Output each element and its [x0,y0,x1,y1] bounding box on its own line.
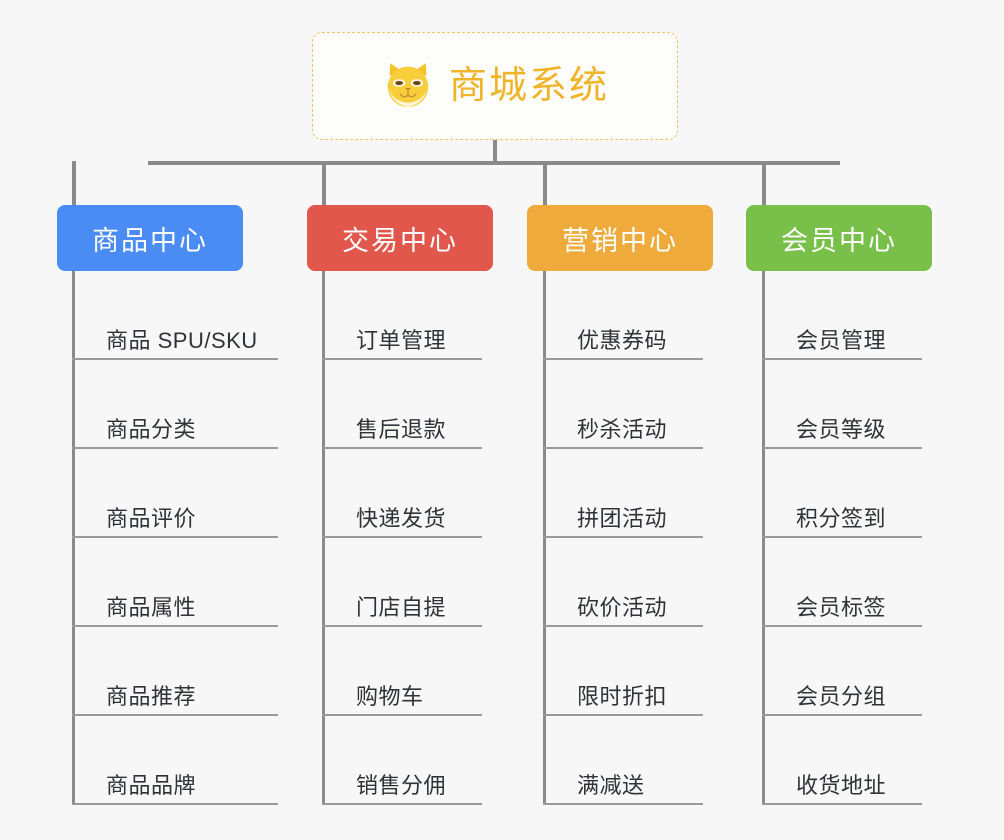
column-spine [762,271,765,805]
leaf-label: 销售分佣 [356,773,447,798]
category-box-2[interactable]: 交易中心 [307,205,493,271]
leaf-item[interactable]: 秒杀活动 [543,360,703,449]
category-box-4[interactable]: 会员中心 [746,205,932,271]
column-spine [322,271,325,805]
leaf-label: 订单管理 [356,328,447,353]
leaf-item[interactable]: 快递发货 [322,449,482,538]
root-stem-connector [493,140,497,164]
root-node[interactable]: 商城系统 [312,32,678,140]
leaf-label: 会员分组 [796,684,887,709]
leaf-item[interactable]: 商品推荐 [72,627,278,716]
category-box-1[interactable]: 商品中心 [57,205,243,271]
leaf-label: 商品分类 [106,417,197,442]
leaf-label: 砍价活动 [577,595,668,620]
shiba-inu-dog-face-icon [381,59,435,113]
leaf-item[interactable]: 砍价活动 [543,538,703,627]
leaf-label: 门店自提 [356,595,447,620]
leaf-item[interactable]: 会员标签 [762,538,922,627]
category-box-3[interactable]: 营销中心 [527,205,713,271]
leaf-label: 满减送 [577,773,645,798]
leaf-label: 商品推荐 [106,684,197,709]
leaf-item[interactable]: 商品属性 [72,538,278,627]
branch-drop-connector-4 [762,161,766,207]
leaf-label: 收货地址 [796,773,887,798]
leaf-label: 会员管理 [796,328,887,353]
branch-column-4: 会员管理会员等级积分签到会员标签会员分组收货地址 [762,271,922,805]
leaf-label: 快递发货 [356,506,447,531]
leaf-label: 拼团活动 [577,506,668,531]
branch-drop-connector-1 [72,161,76,207]
category-label: 营销中心 [562,225,678,256]
leaf-label: 购物车 [356,684,424,709]
leaf-item[interactable]: 商品评价 [72,449,278,538]
leaf-item[interactable]: 优惠券码 [543,271,703,360]
leaf-label: 商品评价 [106,506,197,531]
leaf-item[interactable]: 收货地址 [762,716,922,805]
leaf-item[interactable]: 会员分组 [762,627,922,716]
category-label: 商品中心 [92,225,208,256]
leaf-label: 限时折扣 [577,684,668,709]
root-title: 商城系统 [448,65,609,107]
column-spine [543,271,546,805]
category-label: 会员中心 [781,225,897,256]
leaf-item[interactable]: 门店自提 [322,538,482,627]
branch-column-2: 订单管理售后退款快递发货门店自提购物车销售分佣 [322,271,482,805]
leaf-label: 商品 SPU/SKU [106,328,258,353]
branch-column-1: 商品 SPU/SKU 商品分类商品评价商品属性商品推荐商品品牌 [72,271,278,805]
leaf-label: 商品品牌 [106,773,197,798]
leaf-item[interactable]: 售后退款 [322,360,482,449]
leaf-item[interactable]: 会员等级 [762,360,922,449]
branch-drop-connector-3 [543,161,547,207]
leaf-item[interactable]: 购物车 [322,627,482,716]
leaf-item[interactable]: 限时折扣 [543,627,703,716]
leaf-item[interactable]: 会员管理 [762,271,922,360]
leaf-item[interactable]: 满减送 [543,716,703,805]
leaf-item[interactable]: 积分签到 [762,449,922,538]
leaf-label: 会员标签 [796,595,887,620]
leaf-label: 商品属性 [106,595,197,620]
leaf-item[interactable]: 拼团活动 [543,449,703,538]
leaf-item[interactable]: 商品品牌 [72,716,278,805]
leaf-label: 优惠券码 [577,328,668,353]
branch-column-3: 优惠券码秒杀活动拼团活动砍价活动限时折扣满减送 [543,271,703,805]
leaf-label: 秒杀活动 [577,417,668,442]
leaf-item[interactable]: 订单管理 [322,271,482,360]
leaf-item[interactable]: 销售分佣 [322,716,482,805]
column-spine [72,271,75,805]
leaf-label: 会员等级 [796,417,887,442]
leaf-item[interactable]: 商品分类 [72,360,278,449]
branch-drop-connector-2 [322,161,326,207]
horizontal-bus-connector [148,161,840,165]
leaf-label: 积分签到 [796,506,887,531]
leaf-item[interactable]: 商品 SPU/SKU [72,271,278,360]
category-label: 交易中心 [342,225,458,256]
leaf-label: 售后退款 [356,417,447,442]
